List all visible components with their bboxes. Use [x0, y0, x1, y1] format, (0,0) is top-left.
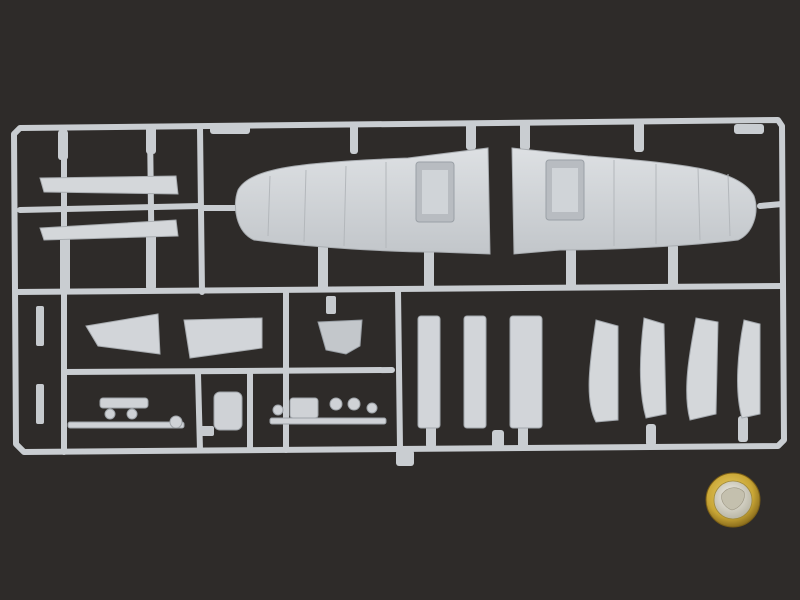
sprue-gates: [58, 122, 764, 466]
flap-part: [588, 319, 619, 423]
gear-door: [509, 315, 543, 429]
left-wing-panel-lines: [267, 162, 387, 248]
upper-left-strip: [39, 175, 179, 195]
tail-panel-left: [85, 313, 161, 355]
right-wing-panel-lines: [613, 160, 731, 246]
left-wheel-well-inner: [422, 170, 448, 214]
flap-part: [737, 319, 761, 419]
small-cylinder-part: [213, 391, 243, 431]
engine-detail-cluster: [269, 397, 387, 425]
tail-panel-right: [183, 317, 263, 359]
flap-part: [640, 317, 667, 419]
euro-coin-map: [721, 487, 745, 511]
lower-left-strip: [39, 219, 179, 241]
landing-gear-part: [67, 397, 185, 429]
gear-door: [417, 315, 441, 429]
sprue-tabs: [36, 296, 336, 436]
right-wheel-well-inner: [552, 168, 578, 212]
flap-part: [686, 317, 719, 421]
gear-door: [463, 315, 487, 429]
cockpit-detail-part: [317, 319, 363, 355]
